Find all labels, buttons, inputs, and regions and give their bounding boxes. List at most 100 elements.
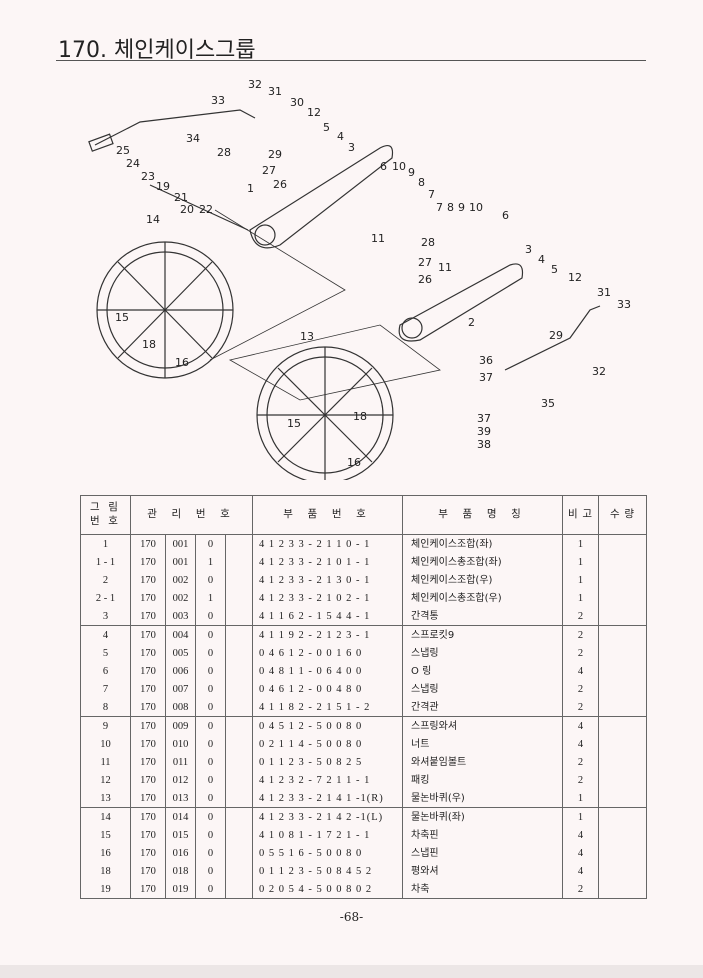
- wheel-left: [96, 241, 234, 379]
- callout-21: 21: [174, 191, 188, 204]
- header-remark: 비 고: [562, 495, 600, 535]
- part-no-cell: 4 1 2 3 3 - 2 1 3 0 - 1: [252, 571, 404, 589]
- page-number: -68-: [339, 910, 364, 924]
- mgmt-item-cell: 014: [165, 807, 196, 826]
- callout-12: 12: [568, 271, 582, 284]
- callout-32: 32: [592, 365, 606, 378]
- mgmt-group-cell: 170: [130, 553, 166, 571]
- part-name-cell: 물논바퀴(우): [402, 789, 564, 808]
- mgmt-item-cell: 002: [165, 589, 196, 607]
- mgmt-item-cell: 008: [165, 698, 196, 717]
- mgmt-item-cell: 012: [165, 771, 196, 789]
- part-no-cell: 0 2 1 1 4 - 5 0 0 8 0: [252, 735, 404, 753]
- fig-no-cell: 1 - 1: [80, 553, 131, 571]
- callout-32: 32: [248, 78, 262, 91]
- remark-cell: 1: [562, 534, 600, 553]
- mgmt-item-cell: 018: [165, 862, 196, 880]
- mgmt-group-cell: 170: [130, 571, 166, 589]
- part-no-cell: 4 1 2 3 2 - 7 2 1 1 - 1: [252, 771, 404, 789]
- projection-line: [209, 209, 346, 361]
- callout-8: 8: [418, 176, 425, 189]
- qty-cell: [598, 844, 648, 862]
- callout-35: 35: [541, 397, 555, 410]
- header-fig-no-line1: 그 림: [90, 502, 121, 513]
- mgmt-group-cell: 170: [130, 807, 166, 826]
- part-name-cell: 스프링와셔: [402, 716, 564, 735]
- callout-12: 12: [307, 106, 321, 119]
- fig-no-cell: 8: [80, 698, 131, 717]
- part-no-cell: 4 1 2 3 3 - 2 1 0 1 - 1: [252, 553, 404, 571]
- part-name-cell: 패킹: [402, 771, 564, 789]
- chain-case-right: [398, 263, 524, 342]
- qty-cell: [598, 625, 648, 644]
- part-no-cell: 0 2 0 5 4 - 5 0 0 8 0 2: [252, 880, 404, 899]
- part-name-cell: 와셔붙임볼트: [402, 753, 564, 771]
- part-name-cell: 평와셔: [402, 862, 564, 880]
- mgmt-blank-cell: [224, 862, 254, 880]
- callout-27: 27: [262, 164, 276, 177]
- mgmt-blank-cell: [224, 571, 254, 589]
- part-name-cell: 체인케이스조합(우): [402, 571, 564, 589]
- qty-cell: [598, 571, 648, 589]
- qty-cell: [598, 662, 648, 680]
- remark-cell: 1: [562, 789, 600, 808]
- mgmt-variant-cell: 0: [195, 662, 226, 680]
- remark-cell: 4: [562, 735, 600, 753]
- qty-cell: [598, 607, 648, 626]
- callout-26: 26: [273, 178, 287, 191]
- callout-23: 23: [141, 170, 155, 183]
- callout-5: 5: [551, 263, 558, 276]
- callout-6: 6: [502, 209, 509, 222]
- header-qty: 수 량: [598, 495, 648, 535]
- fig-no-cell: 7: [80, 680, 131, 698]
- part-name-cell: 체인케이스총조합(우): [402, 589, 564, 607]
- mgmt-variant-cell: 0: [195, 771, 226, 789]
- remark-cell: 4: [562, 844, 600, 862]
- part-no-cell: 0 4 6 1 2 - 0 0 4 8 0: [252, 680, 404, 698]
- part-no-cell: 4 1 2 3 3 - 2 1 4 2 -1(L): [252, 807, 404, 826]
- axle-19: [149, 184, 249, 231]
- callout-9: 9: [458, 201, 465, 214]
- mgmt-item-cell: 011: [165, 753, 196, 771]
- fig-no-cell: 3: [80, 607, 131, 626]
- mgmt-blank-cell: [224, 625, 254, 644]
- part-no-cell: 4 1 2 3 3 - 2 1 0 2 - 1: [252, 589, 404, 607]
- mgmt-blank-cell: [224, 735, 254, 753]
- callout-9: 9: [408, 166, 415, 179]
- mgmt-item-cell: 010: [165, 735, 196, 753]
- mgmt-item-cell: 013: [165, 789, 196, 808]
- callout-30: 30: [290, 96, 304, 109]
- mgmt-item-cell: 004: [165, 625, 196, 644]
- part-no-cell: 0 4 5 1 2 - 5 0 0 8 0: [252, 716, 404, 735]
- title-underline: [56, 60, 646, 61]
- fig-no-cell: 13: [80, 789, 131, 808]
- diagram-drawing: [88, 109, 601, 480]
- mgmt-variant-cell: 1: [195, 589, 226, 607]
- qty-cell: [598, 862, 648, 880]
- qty-cell: [598, 753, 648, 771]
- remark-cell: 2: [562, 771, 600, 789]
- mgmt-item-cell: 001: [165, 553, 196, 571]
- mgmt-blank-cell: [224, 771, 254, 789]
- mgmt-variant-cell: 0: [195, 844, 226, 862]
- part-no-cell: 4 1 1 8 2 - 2 1 5 1 - 2: [252, 698, 404, 717]
- part-no-cell: 0 1 1 2 3 - 5 0 8 4 5 2: [252, 862, 404, 880]
- mgmt-item-cell: 019: [165, 880, 196, 899]
- part-no-cell: 4 1 2 3 3 - 2 1 4 1 -1(R): [252, 789, 404, 808]
- mgmt-blank-cell: [224, 662, 254, 680]
- mgmt-group-cell: 170: [130, 680, 166, 698]
- qty-cell: [598, 680, 648, 698]
- mgmt-group-cell: 170: [130, 880, 166, 899]
- part-no-cell: 4 1 1 9 2 - 2 1 2 3 - 1: [252, 625, 404, 644]
- wheel-right: [256, 346, 394, 480]
- fig-no-cell: 16: [80, 844, 131, 862]
